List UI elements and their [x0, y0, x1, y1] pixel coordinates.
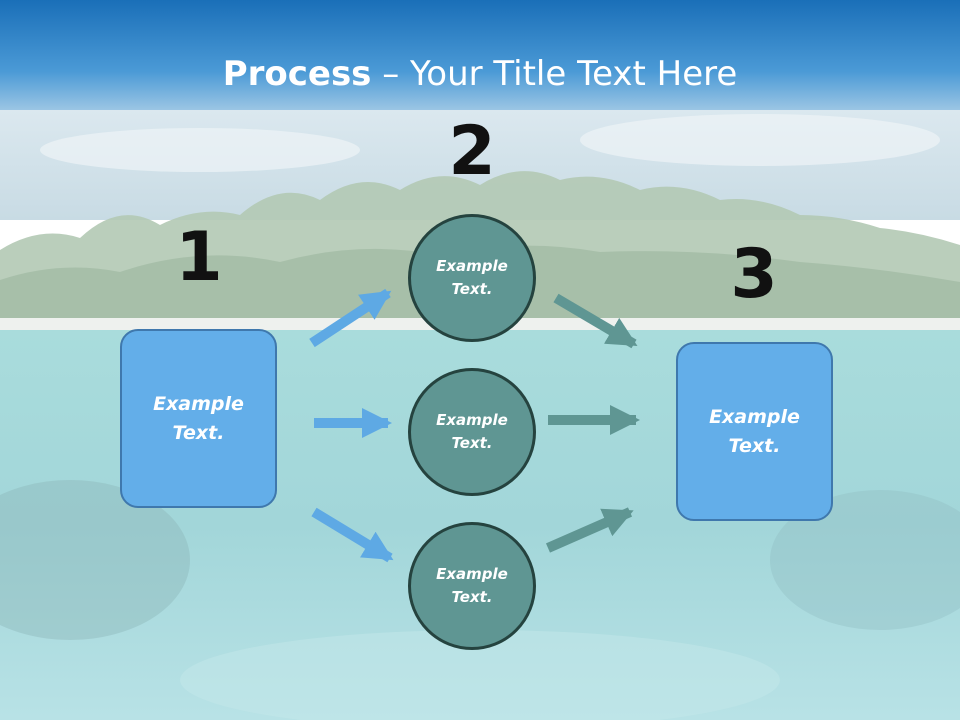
step-3-box: Example Text.: [676, 342, 833, 521]
step-2-bottom-label: Example Text.: [436, 565, 508, 606]
step-number-3: 3: [730, 235, 778, 314]
slide-title: Process – Your Title Text Here: [0, 50, 960, 98]
arrow-top-to-3: [553, 293, 638, 349]
step-2-top-label: Example Text.: [436, 257, 508, 298]
step-2-circle-bottom: Example Text.: [408, 522, 536, 650]
step-number-1: 1: [175, 218, 223, 297]
step-2-middle-label: Example Text.: [436, 411, 508, 452]
step-number-2: 2: [448, 112, 496, 191]
arrow-1-to-bottom: [311, 507, 394, 563]
title-bold-part: Process: [222, 54, 372, 94]
step-1-label: Example Text.: [153, 392, 244, 444]
step-2-circle-top: Example Text.: [408, 214, 536, 342]
step-3-label: Example Text.: [709, 405, 800, 457]
step-1-box: Example Text.: [120, 329, 277, 508]
step-2-circle-middle: Example Text.: [408, 368, 536, 496]
arrow-1-to-top: [309, 288, 392, 348]
title-rest-part: – Your Title Text Here: [371, 54, 738, 94]
arrow-bottom-to-3: [545, 507, 634, 553]
